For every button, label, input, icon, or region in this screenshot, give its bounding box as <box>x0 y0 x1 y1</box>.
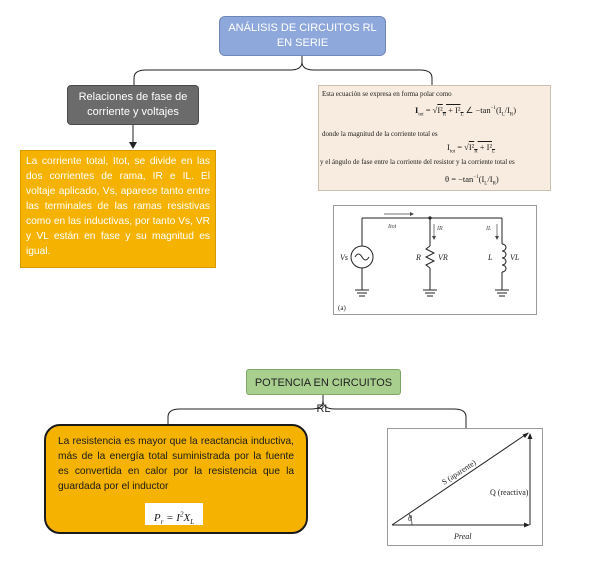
resistor-label: R <box>415 253 421 262</box>
inductor-label: L <box>487 253 493 262</box>
root-topic-node[interactable]: ANÁLISIS DE CIRCUITOS RL EN SERIE <box>219 16 386 56</box>
power-formula-box: Pr = I2XL <box>145 503 203 526</box>
phase-topic-node[interactable]: Relaciones de fase de corriente y voltaj… <box>67 85 199 125</box>
equation-polar-form: Itot = √I²R + I²L ∠ −tan−1(IL/IR) <box>415 105 517 118</box>
power-topic-node[interactable]: POTENCIA EN CIRCUITOS RL <box>246 369 401 415</box>
power-formula: Pr = I2XL <box>153 510 195 526</box>
power-triangle-diagram: θ S (aparente) Q (reactiva) Preal <box>387 428 543 546</box>
hypotenuse-label: S (aparente) <box>440 458 478 487</box>
angle-intro-text: y el ángulo de fase entre la corriente d… <box>320 158 515 166</box>
equation-angle: θ = −tan−1(IL/IR) <box>445 174 499 187</box>
equation-magnitude: Itot = √I²R + I²L <box>447 142 496 155</box>
equation-intro-text: Esta ecuación se expresa en forma polar … <box>322 90 452 98</box>
magnitude-intro-text: donde la magnitud de la corriente total … <box>322 130 438 138</box>
reactive-label: Q (reactiva) <box>490 488 529 497</box>
figure-tag: (a) <box>338 304 346 312</box>
rl-circuit-diagram: Vs Itot IR IL R VR L VL (a) <box>333 205 537 315</box>
phase-description-text: La corriente total, Itot, se divide en l… <box>26 156 210 257</box>
ir-label: IR <box>436 226 443 232</box>
itot-label: Itot <box>387 224 397 230</box>
source-label: Vs <box>340 253 348 262</box>
real-power-label: Preal <box>453 532 472 541</box>
il-label: IL <box>485 226 492 232</box>
power-triangle-svg: θ S (aparente) Q (reactiva) Preal <box>391 432 533 541</box>
phase-description-note: La corriente total, Itot, se divide en l… <box>20 150 216 268</box>
power-topic-title: POTENCIA EN CIRCUITOS RL <box>254 377 393 415</box>
power-description-text: La resistencia es mayor que la reactanci… <box>58 436 294 492</box>
vr-label: VR <box>438 253 448 262</box>
root-topic-title: ANÁLISIS DE CIRCUITOS RL EN SERIE <box>228 22 377 49</box>
equation-panel: Esta ecuación se expresa en forma polar … <box>318 85 551 191</box>
phase-topic-title: Relaciones de fase de corriente y voltaj… <box>78 91 188 118</box>
rl-circuit-svg: Vs Itot IR IL R VR L VL (a) <box>338 212 520 312</box>
vl-label: VL <box>510 253 520 262</box>
angle-label: θ <box>408 514 412 523</box>
